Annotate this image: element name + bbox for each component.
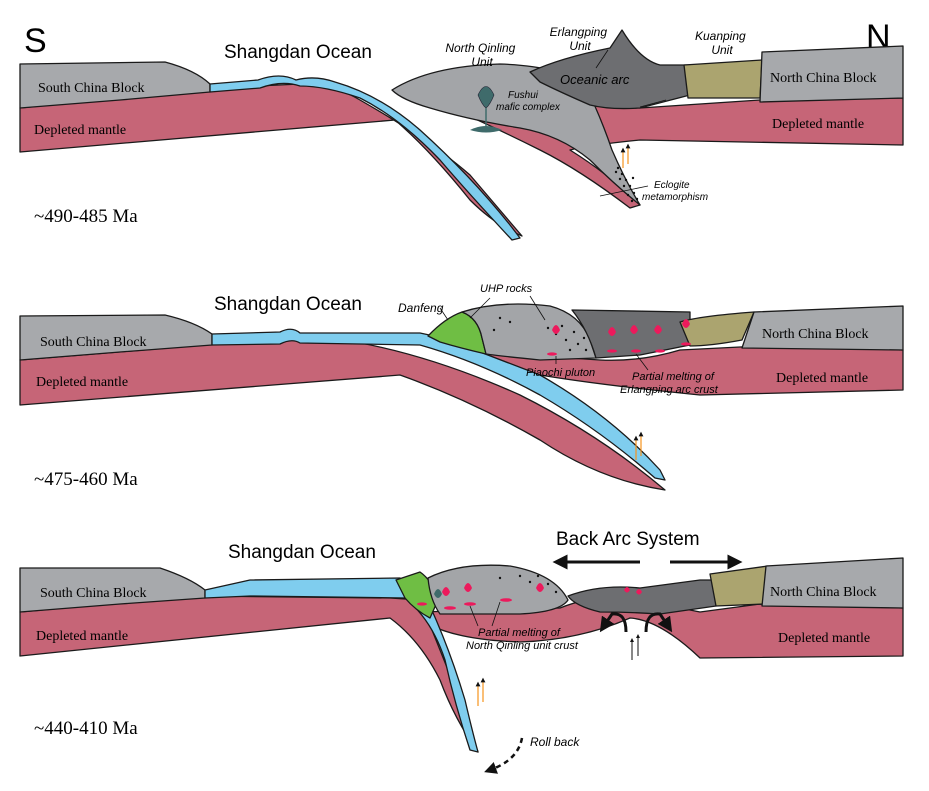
eclogite-dots bbox=[614, 166, 639, 203]
fluid-arrows-icon bbox=[620, 143, 631, 168]
kuanping-unit bbox=[683, 59, 763, 99]
kuanping-unit-label: Kuanping Unit bbox=[695, 29, 749, 57]
ocean-title: Shangdan Ocean bbox=[214, 294, 362, 315]
erlangping-unit-label: Erlangping Unit bbox=[550, 25, 611, 53]
fushui-sill-icon bbox=[470, 126, 502, 133]
oceanic-arc-label: Oceanic arc bbox=[560, 72, 630, 87]
melt-droplet-icons bbox=[417, 583, 642, 610]
north-mantle-label: Depleted mantle bbox=[776, 371, 868, 386]
eclogite-label: Eclogite metamorphism bbox=[642, 180, 708, 203]
kuanping-unit bbox=[709, 565, 769, 607]
upwelling-arrow-right-icon bbox=[644, 612, 673, 633]
uhp-dots bbox=[492, 316, 588, 352]
erlangping-unit bbox=[571, 309, 691, 359]
south-mantle-label: Depleted mantle bbox=[36, 375, 128, 390]
fushui-intrusion-icon bbox=[477, 86, 495, 109]
south-china-block-crust bbox=[19, 61, 211, 109]
melt-droplet-icons bbox=[547, 319, 691, 356]
oceanic-slab bbox=[209, 75, 521, 241]
north-qinling-unit bbox=[427, 564, 569, 615]
piaochi-label: Piaochi pluton bbox=[526, 367, 595, 379]
south-mantle-label: Depleted mantle bbox=[34, 123, 126, 138]
south-china-block-crust bbox=[19, 314, 213, 361]
north-china-block-crust bbox=[761, 557, 904, 609]
south-china-block-crust bbox=[19, 567, 206, 613]
upwelling-arrow-left-icon bbox=[599, 612, 628, 633]
fluid-arrows-icon bbox=[633, 431, 644, 460]
north-qinling-unit-label: North Qinling Unit bbox=[445, 41, 518, 69]
south-mantle-label: Depleted mantle bbox=[36, 629, 128, 644]
panel-440-410-ma: Shangdan Ocean Back Arc System South Chi… bbox=[19, 529, 904, 774]
ocean-title: Shangdan Ocean bbox=[224, 42, 372, 63]
north-china-block-crust bbox=[759, 45, 904, 103]
south-block-label: South China Block bbox=[38, 81, 145, 96]
back-arc-dots bbox=[498, 574, 558, 594]
north-mantle-label: Depleted mantle bbox=[772, 117, 864, 132]
intrusion-icon bbox=[434, 589, 442, 598]
panel-475-460-ma: Shangdan Ocean South China Block Deplete… bbox=[19, 283, 904, 491]
fushui-label: Fushui mafic complex bbox=[496, 90, 561, 113]
ocean-title: Shangdan Ocean bbox=[228, 542, 376, 563]
age-label: ~440-410 Ma bbox=[34, 718, 138, 739]
back-arc-label: Back Arc System bbox=[556, 529, 700, 550]
uhp-label: UHP rocks bbox=[480, 283, 533, 295]
roll-back-label: Roll back bbox=[530, 735, 580, 749]
panel-490-485-ma: Shangdan Ocean South China Block Deplete… bbox=[19, 25, 904, 241]
age-label: ~475-460 Ma bbox=[34, 469, 138, 490]
north-block-label: North China Block bbox=[770, 71, 877, 86]
south-direction-label: S bbox=[24, 22, 47, 60]
age-label: ~490-485 Ma bbox=[34, 206, 138, 227]
north-block-label: North China Block bbox=[762, 327, 869, 342]
north-china-block-crust bbox=[741, 305, 904, 351]
north-depleted-mantle bbox=[479, 345, 904, 396]
kuanping-unit bbox=[679, 311, 755, 347]
back-arc-basin bbox=[567, 579, 721, 615]
north-block-label: North China Block bbox=[770, 585, 877, 600]
partial-melting-label: Partial melting of North Qinling unit cr… bbox=[466, 627, 579, 652]
north-mantle-label: Depleted mantle bbox=[778, 631, 870, 646]
roll-back-arrow-icon bbox=[484, 737, 524, 774]
fluid-arrows-icon bbox=[475, 677, 486, 706]
south-block-label: South China Block bbox=[40, 586, 147, 601]
south-block-label: South China Block bbox=[40, 335, 147, 350]
danfeng-label: Danfeng bbox=[398, 301, 444, 315]
melt-ascent-arrows-icon bbox=[630, 634, 640, 660]
danfeng-unit bbox=[395, 571, 439, 619]
partial-melting-label: Partial melting of Erlangping arc crust bbox=[620, 371, 719, 396]
erlangping-oceanic-arc bbox=[529, 29, 691, 110]
